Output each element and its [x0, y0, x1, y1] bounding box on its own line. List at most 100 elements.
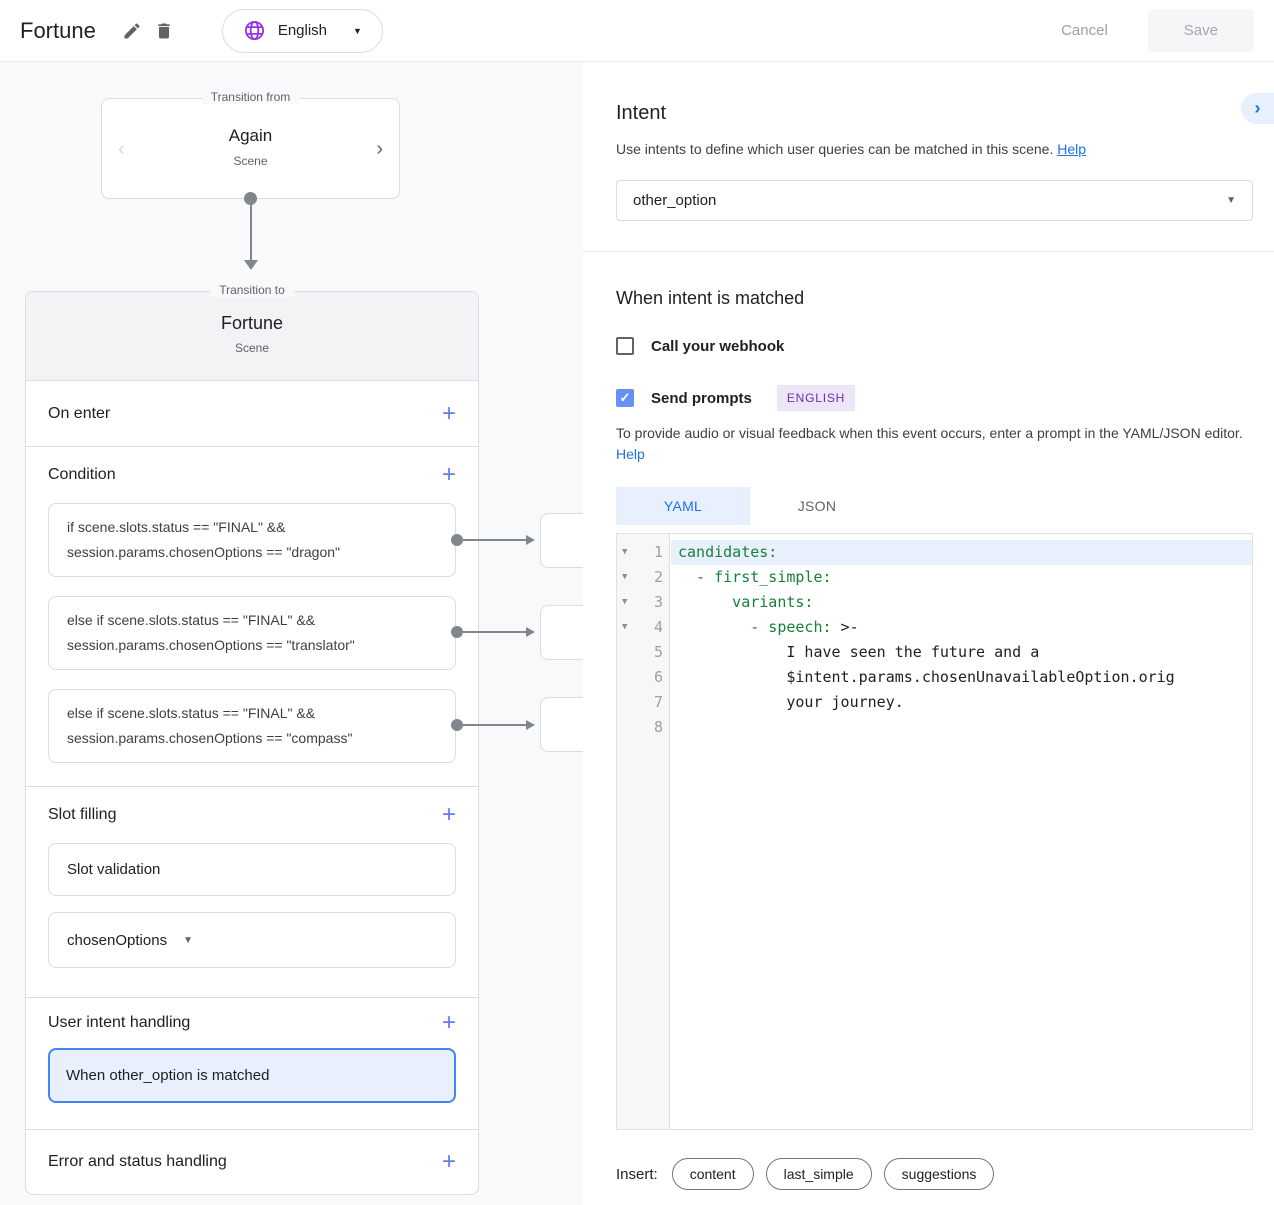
fold-icon[interactable] — [622, 565, 632, 590]
yaml-editor[interactable]: 1 candidates: 2 - first_simple: 3 varian… — [616, 533, 1253, 1130]
chevron-left-icon[interactable] — [118, 139, 125, 159]
line-number: 4 — [653, 618, 663, 636]
language-badge: ENGLISH — [776, 385, 856, 411]
editor-tabs: YAML JSON — [616, 487, 1253, 525]
yaml-key: - first_simple: — [678, 568, 832, 586]
prompts-description-text: To provide audio or visual feedback when… — [616, 425, 1243, 441]
on-enter-label: On enter — [48, 404, 111, 422]
condition-text: if scene.slots.status == "FINAL" && — [67, 519, 286, 535]
caret-down-icon — [183, 935, 193, 946]
insert-last-simple-chip[interactable]: last_simple — [765, 1158, 872, 1190]
tab-json[interactable]: JSON — [797, 498, 837, 514]
editor-line[interactable]: 2 - first_simple: — [617, 565, 1252, 590]
fold-icon[interactable] — [622, 540, 632, 565]
condition-text: else if scene.slots.status == "FINAL" && — [67, 612, 316, 628]
language-label: English — [277, 22, 328, 39]
connector-line — [463, 724, 526, 726]
intent-dropdown-value: other_option — [633, 192, 717, 209]
line-number: 7 — [653, 693, 663, 711]
webhook-checkbox[interactable] — [616, 337, 634, 355]
condition-label: Condition — [48, 466, 116, 483]
condition-card[interactable]: else if scene.slots.status == "FINAL" &&… — [48, 689, 456, 763]
connector-line — [250, 204, 252, 261]
line-number: 8 — [653, 718, 663, 736]
editor-line[interactable]: 4 - speech: >- — [617, 615, 1252, 640]
caret-down-icon — [353, 26, 362, 36]
edit-scene-button[interactable] — [116, 15, 148, 47]
tab-yaml[interactable]: YAML — [616, 487, 750, 525]
editor-line[interactable]: 3 variants: — [617, 590, 1252, 615]
yaml-text: $intent.params.chosenUnavailableOption.o… — [678, 668, 1175, 686]
transition-to-legend: Transition to — [210, 283, 294, 297]
slot-param-label: chosenOptions — [67, 931, 168, 949]
insert-content-chip[interactable]: content — [671, 1158, 754, 1190]
editor-line[interactable]: 5 I have seen the future and a — [617, 640, 1252, 665]
line-number: 2 — [653, 568, 663, 586]
delete-scene-button[interactable] — [148, 15, 180, 47]
yaml-text: >- — [831, 618, 859, 636]
from-scene-type: Scene — [233, 154, 268, 168]
scene-title: Fortune — [20, 17, 96, 43]
add-slot-button plus-icon[interactable] — [442, 803, 456, 827]
slot-validation-card[interactable]: Slot validation — [48, 843, 456, 896]
globe-icon — [244, 20, 264, 41]
editor-line[interactable]: 7 your journey. — [617, 690, 1252, 715]
connector-dot — [244, 192, 257, 205]
arrow-down-icon — [244, 260, 258, 270]
section-error-handling: Error and status handling — [26, 1130, 478, 1194]
slot-param-card[interactable]: chosenOptions — [48, 912, 456, 968]
insert-suggestions-chip[interactable]: suggestions — [883, 1158, 995, 1190]
intent-handler-card-selected[interactable]: When other_option is matched — [48, 1048, 456, 1103]
condition-text: session.params.chosenOptions == "dragon" — [67, 544, 340, 560]
condition-text: session.params.chosenOptions == "transla… — [67, 637, 355, 653]
connector-dot — [451, 626, 463, 638]
user-intent-handling-label: User intent handling — [48, 1014, 191, 1031]
line-number: 5 — [653, 643, 663, 661]
panel-description-text: Use intents to define which user queries… — [616, 141, 1054, 157]
fold-icon[interactable] — [622, 615, 632, 640]
scene-card-header[interactable]: Fortune Scene — [26, 292, 478, 381]
condition-target-card[interactable] — [540, 605, 583, 660]
condition-card[interactable]: if scene.slots.status == "FINAL" && sess… — [48, 503, 456, 577]
pencil-icon — [124, 22, 140, 38]
matched-heading: When intent is matched — [616, 288, 805, 308]
yaml-text: I have seen the future and a — [678, 643, 1040, 661]
panel-title: Intent — [616, 102, 667, 124]
editor-line[interactable]: 8 — [617, 715, 1252, 740]
checkbox-check-icon — [620, 390, 631, 406]
editor-line[interactable]: 1 candidates: — [617, 540, 1252, 565]
scene-type: Scene — [234, 341, 270, 355]
cancel-button[interactable]: Cancel — [1043, 12, 1126, 49]
connector-line — [463, 539, 526, 541]
connector-dot — [451, 534, 463, 546]
transition-from-card[interactable]: Transition from Again Scene — [101, 90, 400, 199]
add-condition-button plus-icon[interactable] — [442, 463, 456, 487]
add-intent-handler-button plus-icon[interactable] — [442, 1011, 456, 1035]
help-link[interactable]: Help — [616, 446, 645, 462]
scene-card: Transition to Fortune Scene On enter Con… — [25, 283, 479, 1195]
send-prompts-checkbox[interactable] — [616, 389, 634, 407]
section-on-enter: On enter — [26, 381, 478, 447]
help-link[interactable]: Help — [1057, 141, 1087, 157]
collapse-panel-button[interactable] — [1241, 93, 1274, 124]
error-handling-label: Error and status handling — [48, 1153, 227, 1170]
scene-graph-canvas: Transition from Again Scene Transition t… — [0, 62, 583, 1205]
editor-line[interactable]: 6 $intent.params.chosenUnavailableOption… — [617, 665, 1252, 690]
language-selector[interactable]: English — [221, 8, 383, 53]
insert-label: Insert: — [616, 1165, 658, 1183]
line-number: 3 — [653, 593, 663, 611]
connector-dot — [451, 719, 463, 731]
save-button[interactable]: Save — [1147, 9, 1254, 52]
condition-target-card[interactable] — [540, 513, 583, 568]
insert-toolbar: Insert: content last_simple suggestions — [616, 1158, 1253, 1190]
add-error-handler-button plus-icon[interactable] — [442, 1150, 456, 1174]
add-on-enter-button plus-icon[interactable] — [442, 402, 456, 426]
condition-card[interactable]: else if scene.slots.status == "FINAL" &&… — [48, 596, 456, 670]
caret-down-icon — [1226, 195, 1236, 206]
condition-target-card[interactable] — [540, 697, 583, 752]
fold-icon[interactable] — [622, 590, 632, 615]
chevron-right-icon[interactable] — [376, 139, 383, 159]
prompts-description: To provide audio or visual feedback when… — [616, 423, 1253, 465]
intent-dropdown[interactable]: other_option — [616, 180, 1253, 221]
scene-name: Fortune — [220, 313, 284, 333]
